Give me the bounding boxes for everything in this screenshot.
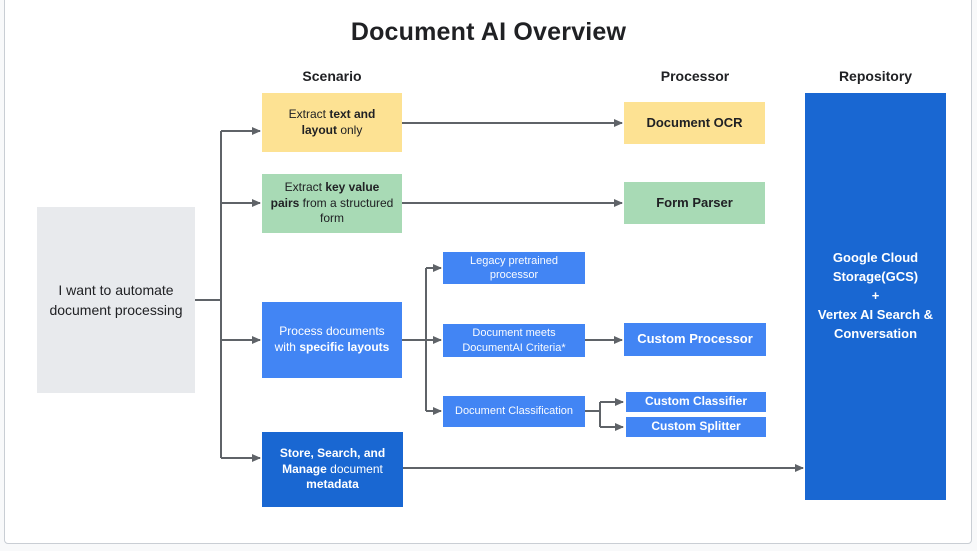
decision-documentai-criteria: Document meets DocumentAI Criteria*	[443, 324, 585, 357]
repository-line-plus: +	[871, 288, 880, 304]
processor-custom-processor: Custom Processor	[624, 323, 766, 356]
decision-document-classification: Document Classification	[443, 396, 585, 427]
decision-document-classification-label: Document Classification	[455, 405, 573, 418]
processor-document-ocr-label: Document OCR	[646, 114, 743, 130]
diagram-title: Document AI Overview	[350, 18, 627, 46]
processor-custom-splitter: Custom Splitter	[626, 417, 766, 437]
start-node-label: I want to automate document processing	[49, 281, 183, 318]
decision-legacy-pretrained-label: Legacy pretrained processor	[469, 254, 559, 281]
processor-custom-classifier: Custom Classifier	[626, 392, 766, 412]
processor-custom-processor-label: Custom Processor	[637, 331, 753, 347]
processor-form-parser: Form Parser	[624, 182, 765, 224]
scenario-specific-layouts: Process documents with specific layouts	[262, 302, 402, 378]
decision-documentai-criteria-label: Document meets DocumentAI Criteria*	[462, 327, 566, 354]
repository-line-gcs: Google Cloud Storage(GCS)	[832, 250, 919, 285]
scenario-store-search-manage: Store, Search, and Manage document metad…	[262, 432, 403, 507]
processor-document-ocr: Document OCR	[624, 102, 765, 144]
column-header-scenario: Scenario	[302, 68, 362, 84]
scenario-store-search-manage-label: Store, Search, and Manage document metad…	[279, 446, 386, 492]
processor-custom-splitter-label: Custom Splitter	[651, 419, 741, 434]
scenario-extract-key-value: Extract key value pairs from a structure…	[262, 174, 402, 233]
column-header-processor: Processor	[660, 68, 730, 84]
column-header-repository: Repository	[838, 68, 913, 84]
scenario-extract-key-value-label: Extract key value pairs from a structure…	[270, 180, 394, 226]
repository-line-vertex: Vertex AI Search & Conversation	[817, 306, 934, 341]
start-node: I want to automate document processing	[37, 207, 195, 393]
repository-google-cloud-storage: Google Cloud Storage(GCS) + Vertex AI Se…	[805, 93, 946, 500]
processor-form-parser-label: Form Parser	[656, 194, 733, 210]
scenario-extract-text-layout-label: Extract text and layout only	[288, 106, 376, 137]
scenario-extract-text-layout: Extract text and layout only	[262, 93, 402, 152]
processor-custom-classifier-label: Custom Classifier	[644, 394, 748, 409]
scenario-specific-layouts-label: Process documents with specific layouts	[274, 324, 390, 354]
decision-legacy-pretrained: Legacy pretrained processor	[443, 252, 585, 284]
